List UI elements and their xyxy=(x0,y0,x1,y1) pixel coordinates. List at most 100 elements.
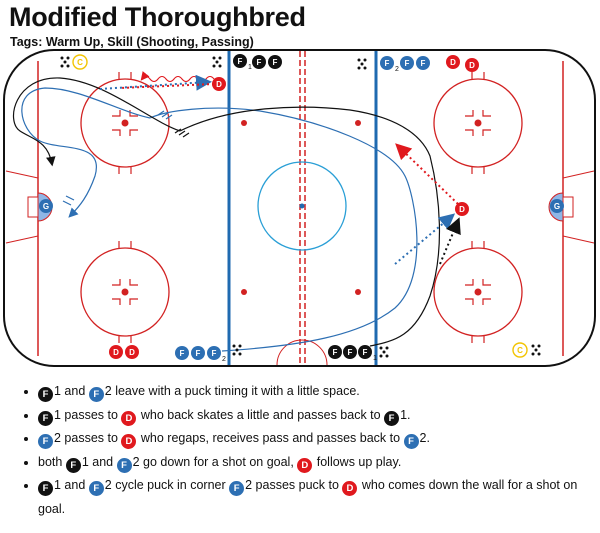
instruction-item: F2 passes to D who regaps, receives pass… xyxy=(38,427,600,451)
instruction-text: who back skates a little and passes back… xyxy=(137,407,385,422)
defense-right-point-token: D xyxy=(455,202,469,216)
svg-text:2: 2 xyxy=(395,66,399,73)
neutral-dot xyxy=(355,289,361,295)
svg-text:D: D xyxy=(129,348,135,357)
svg-text:F: F xyxy=(363,348,368,357)
black-player-chip: F xyxy=(38,481,53,496)
blue-player-chip: F xyxy=(38,434,53,449)
faceoff-circle-bottom-right xyxy=(433,241,523,343)
svg-text:F: F xyxy=(405,59,410,68)
center-circle xyxy=(257,161,347,251)
trapezoid-right xyxy=(562,170,595,244)
instruction-item: F1 passes to D who back skates a little … xyxy=(38,404,600,428)
pass-back-left xyxy=(119,83,215,89)
svg-text:C: C xyxy=(77,58,83,67)
instruction-text: 1 passes to xyxy=(54,407,122,422)
instruction-text: 2 leave with a puck timing it with a lit… xyxy=(104,384,360,398)
instruction-item: F1 and F2 cycle puck in corner F2 passes… xyxy=(38,474,600,521)
tags-line: Tags: Warm Up, Skill (Shooting, Passing) xyxy=(10,35,254,49)
black-forward-token: F xyxy=(252,55,266,69)
svg-text:F: F xyxy=(333,348,338,357)
red-player-chip: D xyxy=(121,410,137,426)
red-player-chip: D xyxy=(121,434,137,449)
trapezoid-left xyxy=(5,170,39,244)
faceoff-circle-top-right xyxy=(433,72,523,174)
instruction-text: 2 cycle puck in corner xyxy=(104,478,230,492)
puck-pile-bottom-right-center xyxy=(379,346,389,358)
black-forward-token: F xyxy=(268,55,282,69)
blue-player-chip: F xyxy=(116,457,132,473)
instruction-text: 2 passes to xyxy=(54,431,122,445)
svg-text:D: D xyxy=(113,348,119,357)
black-forward-token: F xyxy=(328,345,342,359)
svg-text:F: F xyxy=(212,349,217,358)
svg-text:F: F xyxy=(385,59,390,68)
red-player-chip: D xyxy=(342,481,358,496)
black-player-chip: F xyxy=(38,387,53,402)
black-skate-path xyxy=(12,77,441,347)
puck-pile-bottom-center xyxy=(232,344,242,356)
puck-pile-top-left xyxy=(60,56,70,68)
instruction-item: F1 and F2 leave with a puck timing it wi… xyxy=(38,380,600,404)
instruction-text: both xyxy=(38,454,66,469)
instruction-item: both F1 and F2 go down for a shot on goa… xyxy=(38,451,600,475)
blue-skate-path xyxy=(21,87,418,352)
instruction-text: 1 and xyxy=(54,384,89,398)
pass-to-defense-left xyxy=(99,74,212,91)
svg-text:G: G xyxy=(43,202,49,211)
svg-text:G: G xyxy=(554,202,560,211)
svg-text:D: D xyxy=(450,58,456,67)
black-player-chip: F xyxy=(65,457,81,473)
referee-crease xyxy=(276,339,328,366)
svg-text:F: F xyxy=(196,349,201,358)
puck-pile-top-right xyxy=(357,58,367,70)
svg-text:D: D xyxy=(216,80,222,89)
instruction-text: 1 and xyxy=(81,454,117,469)
black-forward-bottom-token: F1 xyxy=(358,345,377,362)
faceoff-circle-top-left xyxy=(80,72,170,174)
net-left xyxy=(27,196,39,218)
goalie-left-token: G xyxy=(39,199,53,213)
defense-left-slot-token: D xyxy=(212,77,226,91)
neutral-dot xyxy=(241,120,247,126)
blue-forward-token: F xyxy=(400,56,414,70)
svg-text:F: F xyxy=(348,348,353,357)
svg-text:2: 2 xyxy=(222,356,226,363)
black-player-chip: F xyxy=(38,410,53,426)
svg-text:F: F xyxy=(257,58,262,67)
blue-forward-token: F xyxy=(175,346,189,360)
instruction-text: 2 go down for a shot on goal, xyxy=(132,454,298,469)
svg-text:F: F xyxy=(273,58,278,67)
defense-top-right-token: D xyxy=(465,58,479,72)
blue-player-chip: F xyxy=(229,481,245,496)
red-player-chip: D xyxy=(297,457,313,473)
net-right xyxy=(562,196,574,218)
blue-player-chip: F xyxy=(88,481,104,496)
instruction-list: F1 and F2 leave with a puck timing it wi… xyxy=(18,380,600,521)
black-forward-start-token: F1 xyxy=(233,54,252,71)
svg-text:1: 1 xyxy=(373,355,377,362)
instruction-text: who comes down the wall for a shot on go… xyxy=(38,478,578,516)
blue-forward-bottom-token: F2 xyxy=(207,346,226,363)
instruction-text: 2. xyxy=(419,431,430,445)
faceoff-circle-bottom-left xyxy=(80,241,170,343)
svg-text:C: C xyxy=(517,346,523,355)
goalie-right-token: G xyxy=(550,199,564,213)
blue-player-chip: F xyxy=(403,434,419,449)
blue-forward-token: F xyxy=(191,346,205,360)
center-dot xyxy=(299,203,305,209)
black-player-chip: F xyxy=(384,410,400,426)
instruction-text: who regaps, receives pass and passes bac… xyxy=(137,431,404,445)
neutral-dot xyxy=(355,120,361,126)
instruction-text: 2 passes puck to xyxy=(245,478,343,492)
blue-forward-token: F xyxy=(416,56,430,70)
defense-top-right-token: D xyxy=(446,55,460,69)
instruction-text: 1. xyxy=(400,407,411,422)
svg-text:F: F xyxy=(421,59,426,68)
svg-text:F: F xyxy=(238,57,243,66)
svg-text:F: F xyxy=(180,349,185,358)
blue-forward-start-token: F2 xyxy=(380,56,399,73)
defense-bottom-left-token: D xyxy=(109,345,123,359)
puck-pile-bottom-right xyxy=(531,344,541,356)
blue-player-chip: F xyxy=(88,387,104,402)
